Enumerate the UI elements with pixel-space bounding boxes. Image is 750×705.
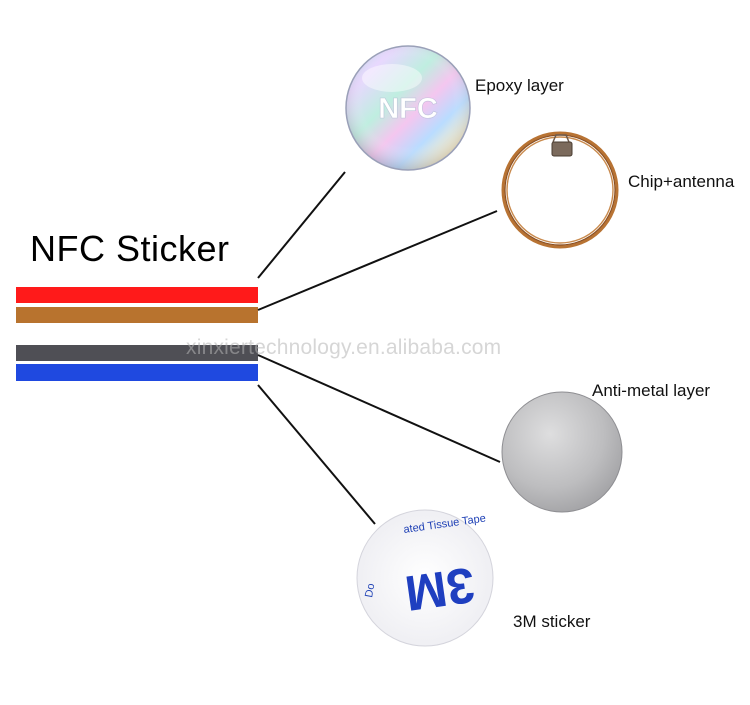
chip-antenna-label: Chip+antenna [628, 172, 734, 192]
sticker-layer-bar [16, 364, 258, 381]
3m-logo-text: 3M [402, 556, 479, 621]
sticker-side-text: Do [363, 583, 377, 599]
connector-line-epoxy [258, 172, 345, 278]
antimetal-layer-label: Anti-metal layer [592, 381, 710, 401]
watermark-text: xinxiertechnology.en.alibaba.com [186, 336, 501, 360]
connector-line-chip [258, 211, 497, 310]
connector-line-sticker [258, 385, 375, 524]
epoxy-layer-label: Epoxy layer [475, 76, 564, 96]
antimetal-disc-image [502, 392, 622, 512]
3m-sticker-image: ated Tissue Tape 3M Do [357, 510, 493, 646]
nfc-badge-text: NFC [378, 93, 438, 125]
epoxy-layer-bar [16, 287, 258, 303]
chip-layer-bar [16, 307, 258, 323]
diagram-title: NFC Sticker [30, 228, 230, 270]
epoxy-dome-image: NFC [346, 46, 470, 170]
connector-line-antimetal [258, 355, 500, 462]
chip-antenna-image [503, 133, 617, 247]
3m-sticker-label: 3M sticker [513, 612, 590, 632]
